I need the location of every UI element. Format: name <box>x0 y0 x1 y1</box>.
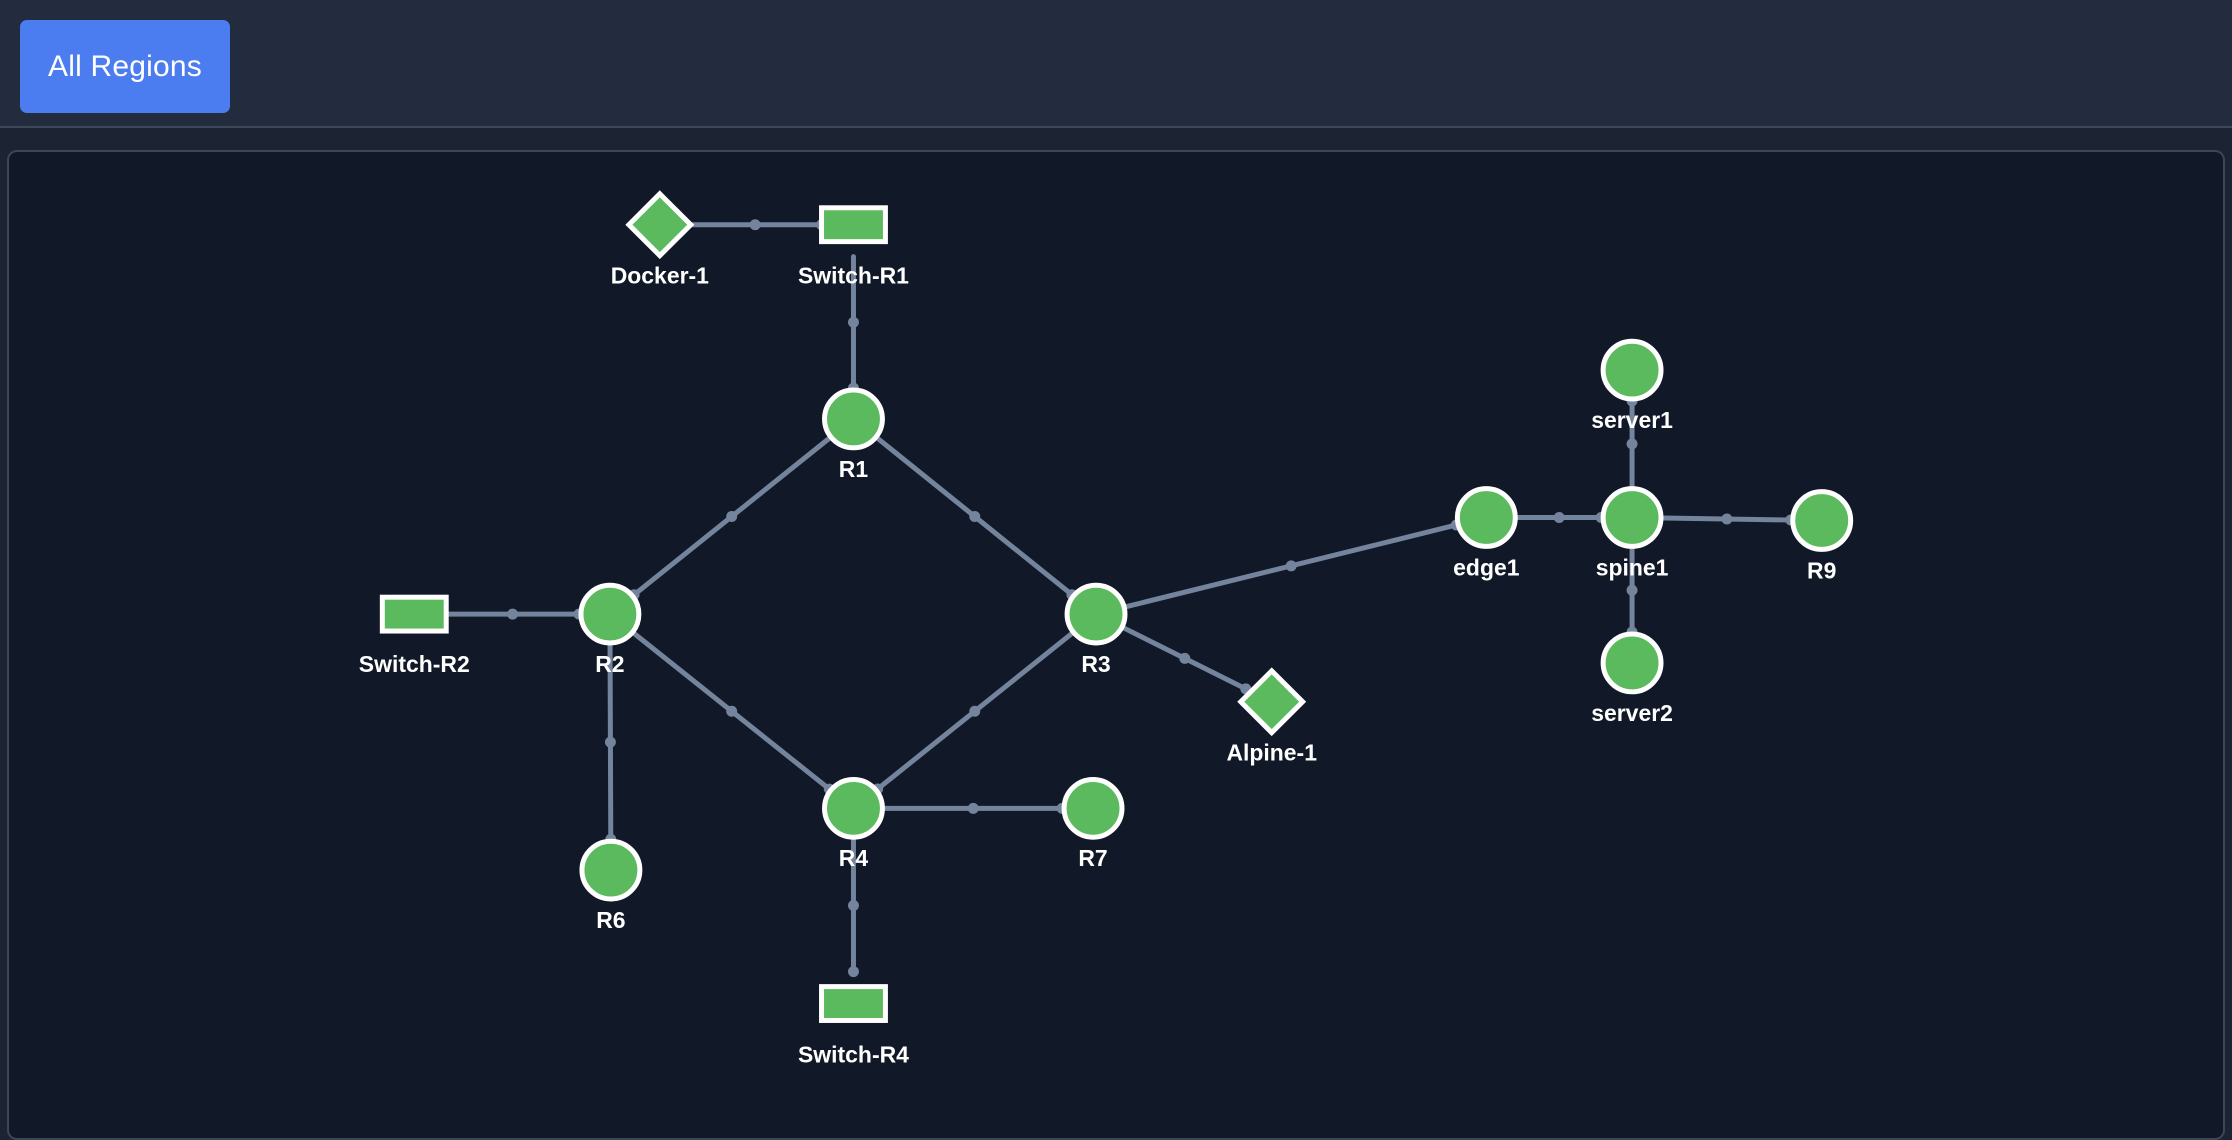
node-label: Docker-1 <box>611 263 709 289</box>
node-circle[interactable] <box>822 776 885 840</box>
node-circle[interactable] <box>1790 489 1854 552</box>
topology-node-alpine-1[interactable]: Alpine-1 <box>1226 667 1317 766</box>
node-label: server2 <box>1591 700 1673 726</box>
topology-node-spine1[interactable]: spine1 <box>1596 486 1669 581</box>
link-midpoint-dot <box>507 608 519 620</box>
node-label: Switch-R2 <box>359 651 470 677</box>
node-circle[interactable] <box>1600 486 1664 549</box>
topology-link[interactable] <box>847 836 859 978</box>
topology-link[interactable] <box>872 630 1075 795</box>
link-midpoint-dot <box>969 511 981 522</box>
node-label: R2 <box>595 651 624 677</box>
node-label: R9 <box>1807 557 1836 583</box>
topology-node-r7[interactable]: R7 <box>1061 776 1125 871</box>
link-midpoint-dot <box>969 705 981 717</box>
node-diamond[interactable] <box>1237 667 1307 737</box>
link-midpoint-dot <box>1626 584 1638 596</box>
topology-node-r9[interactable]: R9 <box>1790 489 1854 584</box>
node-label: R6 <box>596 907 625 933</box>
node-circle[interactable] <box>579 838 643 902</box>
all-regions-button[interactable]: All Regions <box>20 20 230 113</box>
topology-link[interactable] <box>881 802 1068 814</box>
topology-node-r3[interactable]: R3 <box>1064 582 1128 677</box>
toolbar-header: All Regions <box>0 0 2232 128</box>
link-midpoint-dot <box>1179 652 1191 664</box>
link-midpoint-dot <box>967 802 979 814</box>
node-label: edge1 <box>1453 554 1520 580</box>
node-label: Switch-R1 <box>798 263 909 289</box>
link-midpoint-dot <box>749 219 761 231</box>
node-rectangle[interactable] <box>819 984 888 1023</box>
topology-node-r1[interactable]: R1 <box>822 387 885 482</box>
topology-node-r2[interactable]: R2 <box>578 582 642 677</box>
topology-node-server1[interactable]: server1 <box>1591 338 1673 433</box>
node-label: server1 <box>1591 407 1673 433</box>
node-circle[interactable] <box>1454 486 1518 549</box>
link-midpoint-dot <box>1626 438 1638 450</box>
topology-link[interactable] <box>686 219 828 231</box>
node-label: Switch-R4 <box>798 1041 909 1067</box>
topology-node-edge1[interactable]: edge1 <box>1453 486 1520 581</box>
topology-link[interactable] <box>628 435 832 601</box>
node-diamond[interactable] <box>625 190 695 260</box>
node-label: R7 <box>1078 845 1107 871</box>
link-midpoint-dot <box>1553 512 1565 523</box>
topology-node-switch-r4[interactable]: Switch-R4 <box>798 984 909 1068</box>
topology-link[interactable] <box>1121 625 1252 695</box>
link-midpoint-dot <box>1285 560 1297 572</box>
topology-node-server2[interactable]: server2 <box>1591 631 1673 726</box>
topology-link[interactable] <box>631 630 835 795</box>
node-label: Alpine-1 <box>1226 740 1317 766</box>
link-midpoint-dot <box>847 316 859 328</box>
topology-link[interactable] <box>875 435 1078 601</box>
topology-link[interactable] <box>1660 513 1797 526</box>
topology-link[interactable] <box>443 608 585 620</box>
node-circle[interactable] <box>578 582 642 646</box>
node-label: R3 <box>1081 651 1110 677</box>
topology-node-r6[interactable]: R6 <box>579 838 643 933</box>
node-rectangle[interactable] <box>819 205 888 245</box>
node-label: R1 <box>839 456 869 482</box>
link-midpoint-dot <box>726 705 738 717</box>
link-endpoint-dot <box>847 966 859 978</box>
topology-node-r4[interactable]: R4 <box>822 776 885 871</box>
node-label: R4 <box>839 845 869 871</box>
node-circle[interactable] <box>822 387 885 451</box>
topology-node-docker-1[interactable]: Docker-1 <box>611 190 709 289</box>
link-midpoint-dot <box>726 511 738 522</box>
node-label: spine1 <box>1596 554 1669 580</box>
node-circle[interactable] <box>1600 338 1664 402</box>
node-circle[interactable] <box>1600 631 1664 695</box>
topology-node-switch-r1[interactable]: Switch-R1 <box>798 205 909 289</box>
node-rectangle[interactable] <box>379 594 449 634</box>
topology-link[interactable] <box>1123 519 1462 610</box>
topology-node-switch-r2[interactable]: Switch-R2 <box>359 594 470 677</box>
topology-link[interactable] <box>1514 512 1607 523</box>
node-circle[interactable] <box>1061 776 1125 840</box>
node-circle[interactable] <box>1064 582 1128 646</box>
link-midpoint-dot <box>1721 513 1733 525</box>
link-midpoint-dot <box>847 899 859 911</box>
link-midpoint-dot <box>604 736 616 748</box>
